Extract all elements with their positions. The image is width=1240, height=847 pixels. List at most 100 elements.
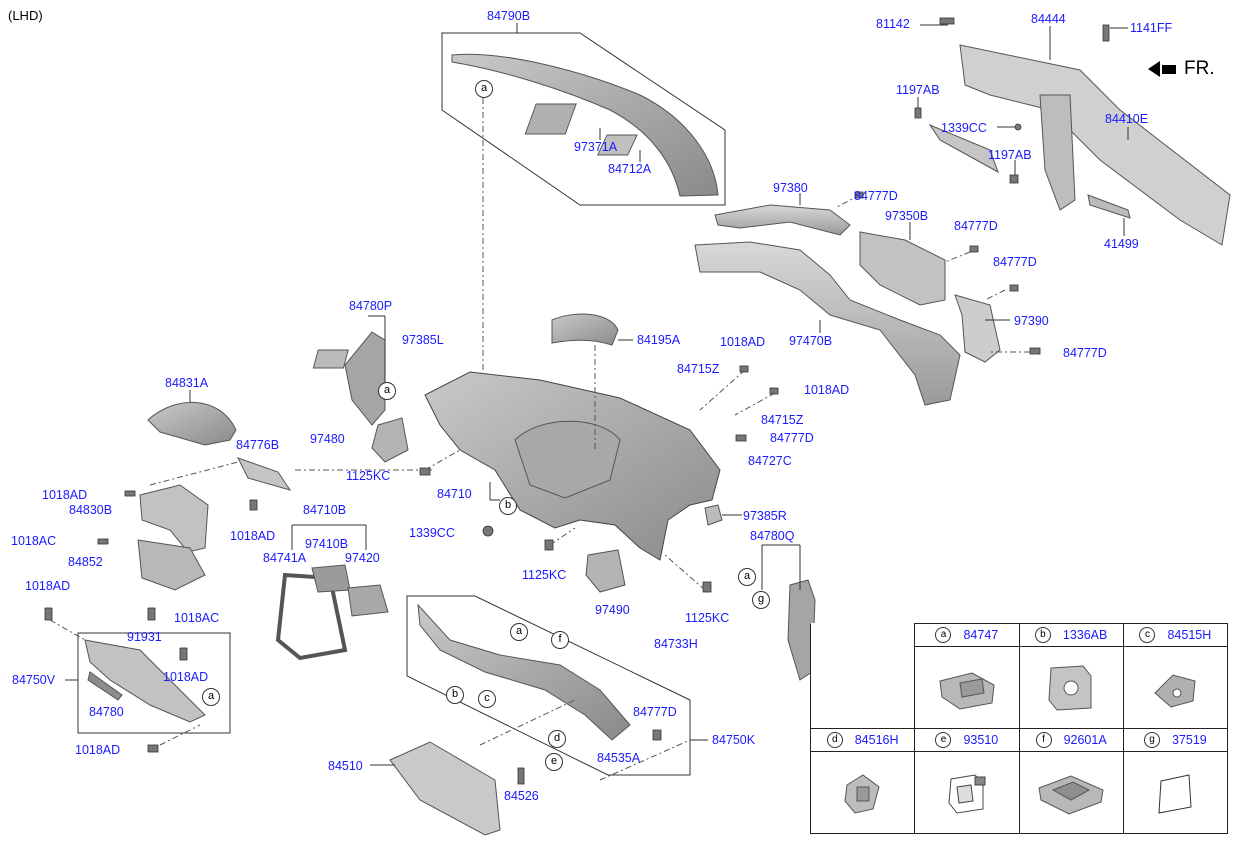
legend-part-number[interactable]: 93510 (963, 733, 999, 747)
part-label-1339CC-2[interactable]: 1339CC (409, 526, 455, 540)
part-label-97350B[interactable]: 97350B (885, 209, 929, 223)
legend-cell-b[interactable]: b 1336AB (1018, 623, 1124, 729)
legend-letter: f (1035, 732, 1052, 748)
part-label-84510[interactable]: 84510 (328, 759, 363, 773)
part-label-1125KC[interactable]: 1125KC (346, 469, 391, 483)
callout-c[interactable]: c (478, 690, 496, 708)
part-label-97385L[interactable]: 97385L (402, 333, 444, 347)
part-label-97420[interactable]: 97420 (345, 551, 380, 565)
glove-box-84510-shape (389, 741, 501, 836)
part-label-84750K[interactable]: 84750K (712, 733, 756, 747)
part-label-84710[interactable]: 84710 (437, 487, 472, 501)
part-label-1197AB-2[interactable]: 1197AB (988, 148, 1032, 162)
part-label-84831A[interactable]: 84831A (165, 376, 209, 390)
part-label-84535A[interactable]: 84535A (597, 751, 641, 765)
callout-a[interactable]: a (510, 623, 528, 641)
legend-cell-d[interactable]: d 84516H (810, 728, 916, 834)
callout-a[interactable]: a (738, 568, 756, 586)
legend-cell-a[interactable]: a 84747 (914, 623, 1020, 729)
legend-part-number[interactable]: 84515H (1167, 628, 1212, 642)
part-label-91931[interactable]: 91931 (127, 630, 162, 644)
duct-97380-shape (714, 204, 851, 236)
part-label-84715Z[interactable]: 84715Z (677, 362, 720, 376)
cowl-crossmember-shape (959, 44, 1231, 246)
part-label-84777D-2[interactable]: 84777D (954, 219, 998, 233)
crash-pad-center-opening (514, 420, 621, 499)
part-label-97385R[interactable]: 97385R (743, 509, 787, 523)
legend-part-number[interactable]: 84747 (963, 628, 999, 642)
part-label-97480[interactable]: 97480 (310, 432, 345, 446)
part-label-84852[interactable]: 84852 (68, 555, 103, 569)
part-label-1197AB[interactable]: 1197AB (896, 83, 940, 97)
part-label-84741A[interactable]: 84741A (263, 551, 307, 565)
legend-part-number[interactable]: 37519 (1171, 733, 1207, 747)
part-label-84710B[interactable]: 84710B (303, 503, 347, 517)
part-label-1125KC-3[interactable]: 1125KC (685, 611, 730, 625)
part-label-84777D-5[interactable]: 84777D (770, 431, 814, 445)
part-label-1018AD-3[interactable]: 1018AD (42, 488, 88, 502)
callout-a[interactable]: a (378, 382, 396, 400)
part-label-1018AC[interactable]: 1018AC (11, 534, 57, 548)
part-label-84750V[interactable]: 84750V (12, 673, 56, 687)
legend-cell-e[interactable]: e 93510 (914, 728, 1020, 834)
part-label-97380[interactable]: 97380 (773, 181, 808, 195)
part-label-84444[interactable]: 84444 (1031, 12, 1066, 26)
part-label-84830B[interactable]: 84830B (69, 503, 113, 517)
vent-97490-shape (585, 549, 626, 593)
part-label-97390[interactable]: 97390 (1014, 314, 1049, 328)
part-label-1018AD-7[interactable]: 1018AD (75, 743, 121, 757)
callout-g[interactable]: g (752, 591, 770, 609)
legend-cell-g[interactable]: g 37519 (1122, 728, 1228, 834)
side-bracket-shape (928, 123, 999, 174)
callout-b[interactable]: b (446, 686, 464, 704)
part-label-84526[interactable]: 84526 (504, 789, 539, 803)
hinge-icon (811, 752, 914, 833)
part-label-1018AD-2[interactable]: 1018AD (804, 383, 850, 397)
part-label-84777D[interactable]: 84777D (854, 189, 898, 203)
part-label-84195A[interactable]: 84195A (637, 333, 681, 347)
part-label-84776B[interactable]: 84776B (236, 438, 280, 452)
part-label-84790B[interactable]: 84790B (487, 9, 531, 23)
part-label-41499[interactable]: 41499 (1104, 237, 1139, 251)
part-label-84777D-4[interactable]: 84777D (1063, 346, 1107, 360)
callout-a[interactable]: a (475, 80, 493, 98)
part-label-97470B[interactable]: 97470B (789, 334, 833, 348)
callout-f[interactable]: f (551, 631, 569, 649)
part-label-1018AD-6[interactable]: 1018AD (163, 670, 209, 684)
part-label-84777D-6[interactable]: 84777D (633, 705, 677, 719)
part-label-84780P[interactable]: 84780P (349, 299, 393, 313)
part-label-1018AC-2[interactable]: 1018AC (174, 611, 220, 625)
part-label-97410B[interactable]: 97410B (305, 537, 349, 551)
frame-84790B (441, 32, 726, 206)
part-label-84733H[interactable]: 84733H (654, 637, 698, 651)
callout-e[interactable]: e (545, 753, 563, 771)
grille-97371A-shape (524, 103, 577, 135)
part-label-84777D-3[interactable]: 84777D (993, 255, 1037, 269)
legend-part-number[interactable]: 92601A (1063, 733, 1107, 747)
callout-d[interactable]: d (548, 730, 566, 748)
part-label-97490[interactable]: 97490 (595, 603, 630, 617)
part-label-84780Q[interactable]: 84780Q (750, 529, 795, 543)
part-label-81142[interactable]: 81142 (876, 17, 910, 31)
legend-part-number[interactable]: 1336AB (1062, 628, 1108, 642)
callout-b[interactable]: b (499, 497, 517, 515)
legend-cell-f[interactable]: f 92601A (1018, 728, 1124, 834)
part-label-84410E[interactable]: 84410E (1105, 112, 1149, 126)
legend-part-number[interactable]: 84516H (854, 733, 899, 747)
part-label-84712A[interactable]: 84712A (608, 162, 652, 176)
part-label-1125KC-2[interactable]: 1125KC (522, 568, 567, 582)
callout-a[interactable]: a (202, 688, 220, 706)
part-label-84780[interactable]: 84780 (89, 705, 124, 719)
part-label-1018AD[interactable]: 1018AD (720, 335, 766, 349)
part-label-1018AD-4[interactable]: 1018AD (230, 529, 276, 543)
dash-leader (149, 461, 239, 486)
part-label-1141FF[interactable]: 1141FF (1130, 21, 1173, 35)
part-label-84727C[interactable]: 84727C (748, 454, 792, 468)
lower-crash-pad-84750K-shape (417, 603, 631, 741)
part-label-84715Z-2[interactable]: 84715Z (761, 413, 804, 427)
legend-cell-c[interactable]: c 84515H (1122, 623, 1228, 729)
dash-leader (984, 289, 1006, 301)
part-label-1339CC[interactable]: 1339CC (941, 121, 987, 135)
part-label-1018AD-5[interactable]: 1018AD (25, 579, 71, 593)
part-label-97371A[interactable]: 97371A (574, 140, 618, 154)
